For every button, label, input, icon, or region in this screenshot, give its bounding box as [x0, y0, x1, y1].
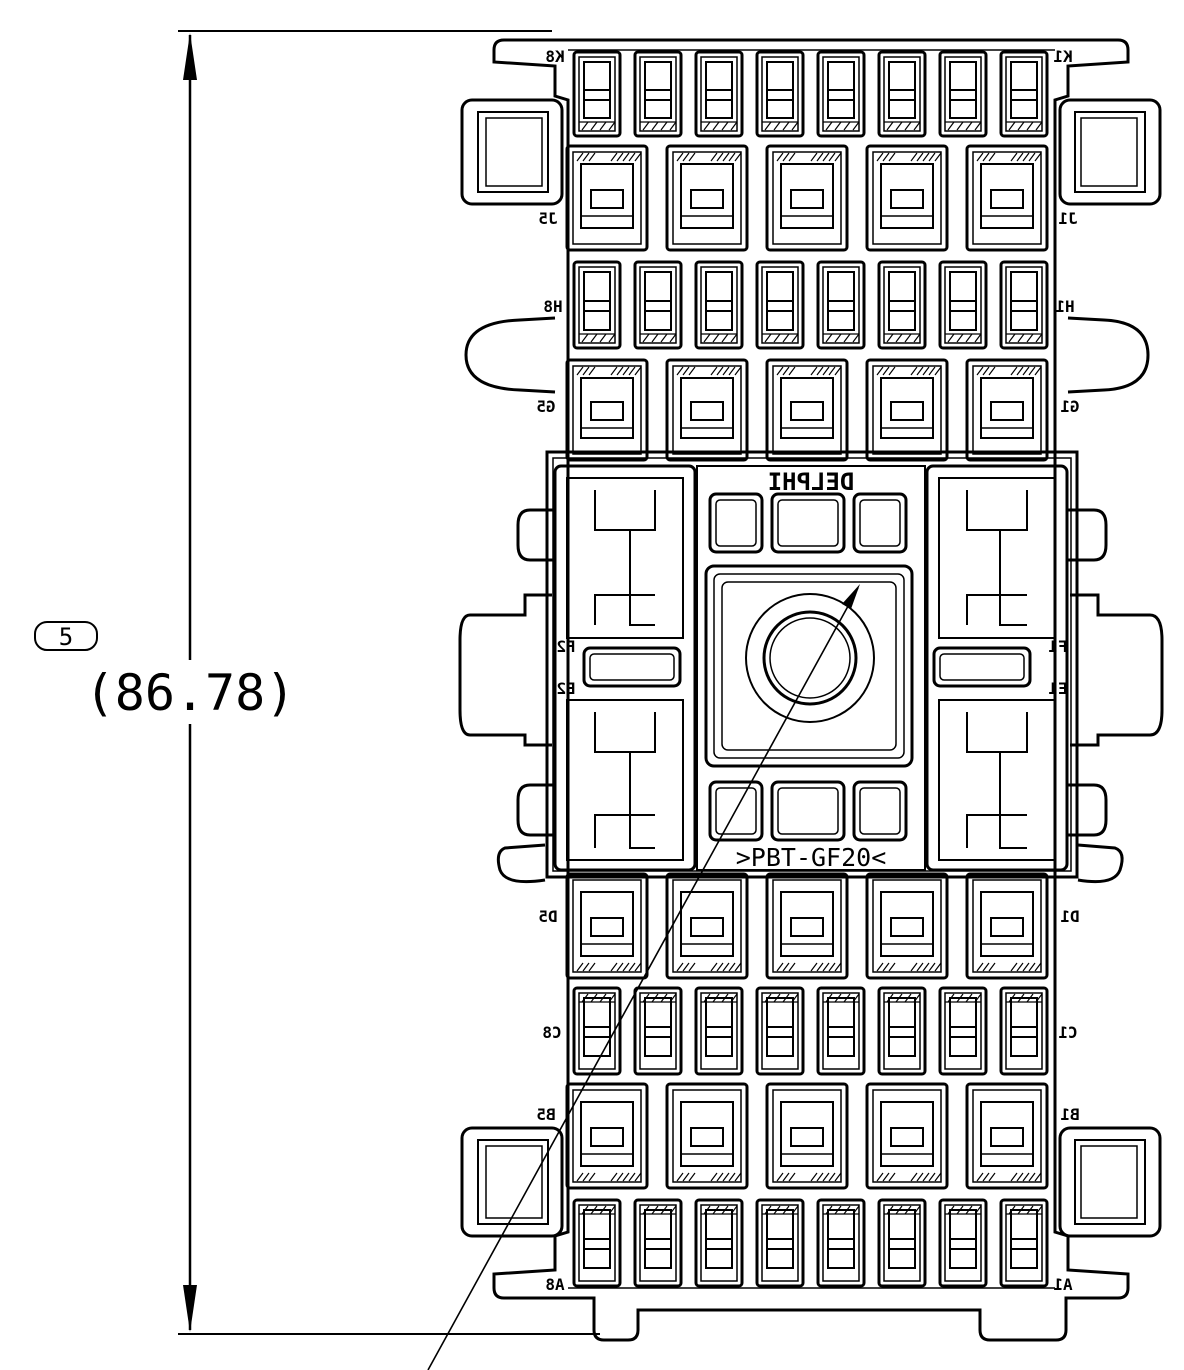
cavity-c7: [633, 986, 683, 1076]
cavity-a8: [572, 1198, 622, 1288]
label-e1: E1: [1048, 679, 1067, 698]
cavity-b2: [865, 1082, 949, 1190]
label-a1: A1: [1053, 1275, 1072, 1294]
label-k8: K8: [545, 47, 564, 66]
cavity-c4: [816, 986, 866, 1076]
cavity-b5: [565, 1082, 649, 1190]
cavity-k8: [572, 50, 622, 138]
cavity-j3: [765, 144, 849, 252]
cavity-j4: [665, 144, 749, 252]
cavity-k1: [999, 50, 1049, 138]
cavity-d4: [665, 872, 749, 980]
dimension-balloon: 5: [34, 621, 98, 651]
cavity-d5: [565, 872, 649, 980]
cavity-c5: [755, 986, 805, 1076]
cavity-h7: [633, 260, 683, 350]
latch-top-right: [1058, 98, 1162, 206]
label-a8: A8: [545, 1275, 564, 1294]
label-b5: B5: [536, 1105, 555, 1124]
label-f2: F2: [556, 637, 575, 656]
connector-body: [458, 38, 1164, 1342]
cavity-c6: [694, 986, 744, 1076]
label-h1: H1: [1055, 297, 1074, 316]
cavity-g1: [965, 358, 1049, 462]
row-labels: K8 K1 J5 J1 H8 H1 G5 G1 F2 F1 E2 E1 D5 D…: [536, 47, 1079, 1294]
dimension-value: (86.78): [85, 664, 296, 722]
label-g5: G5: [536, 397, 555, 416]
cavity-a2: [938, 1198, 988, 1288]
cavity-h3: [877, 260, 927, 350]
brand-mark: DELPHI: [768, 468, 855, 496]
cavity-g3: [765, 358, 849, 462]
cavity-c2: [938, 986, 988, 1076]
cavity-h1: [999, 260, 1049, 350]
cavity-h5: [755, 260, 805, 350]
cavity-h4: [816, 260, 866, 350]
label-k1: K1: [1053, 47, 1072, 66]
cavity-k6: [694, 50, 744, 138]
label-g1: G1: [1060, 397, 1079, 416]
cavity-g4: [665, 358, 749, 462]
cavity-c3: [877, 986, 927, 1076]
label-j1: J1: [1058, 209, 1077, 228]
label-f1: F1: [1048, 637, 1067, 656]
height-dimension: [92, 30, 600, 1335]
cavity-d1: [965, 872, 1049, 980]
cavity-j1: [965, 144, 1049, 252]
cavity-k5: [755, 50, 805, 138]
cavity-a7: [633, 1198, 683, 1288]
latch-bottom-right: [1058, 1126, 1162, 1238]
latch-bottom-left: [460, 1126, 564, 1238]
cavity-c8: [572, 986, 622, 1076]
latch-top-left: [460, 98, 564, 206]
label-b1: B1: [1060, 1105, 1079, 1124]
label-h8: H8: [543, 297, 562, 316]
cavity-h6: [694, 260, 744, 350]
dimension-arrow-bottom: [183, 1285, 197, 1332]
cavity-a4: [816, 1198, 866, 1288]
label-d1: D1: [1060, 907, 1079, 926]
cavity-k2: [938, 50, 988, 138]
label-c8: C8: [542, 1023, 561, 1042]
cavity-d3: [765, 872, 849, 980]
label-c1: C1: [1058, 1023, 1077, 1042]
cavity-h2: [938, 260, 988, 350]
cavity-b1: [965, 1082, 1049, 1190]
cavity-g5: [565, 358, 649, 462]
center-module: DELPHI >PBT-GF20<: [545, 450, 1079, 879]
cavity-k4: [816, 50, 866, 138]
cavity-c1: [999, 986, 1049, 1076]
label-j5: J5: [538, 209, 557, 228]
power-block-left: [553, 464, 697, 872]
cavity-a6: [694, 1198, 744, 1288]
cavity-a3: [877, 1198, 927, 1288]
cavity-g2: [865, 358, 949, 462]
cavity-d2: [865, 872, 949, 980]
power-block-right: [925, 464, 1069, 872]
cavity-k3: [877, 50, 927, 138]
label-d5: D5: [538, 907, 557, 926]
label-e2: E2: [556, 679, 575, 698]
cavity-j2: [865, 144, 949, 252]
cavity-h8: [572, 260, 622, 350]
material-mark: >PBT-GF20<: [736, 843, 887, 872]
cavity-k7: [633, 50, 683, 138]
cavity-a5: [755, 1198, 805, 1288]
cavity-a1: [999, 1198, 1049, 1288]
cavity-grid: [565, 50, 1049, 1288]
cavity-b4: [665, 1082, 749, 1190]
dimension-arrow-top: [183, 33, 197, 80]
cavity-b3: [765, 1082, 849, 1190]
balloon-number: 5: [59, 623, 73, 651]
cavity-j5: [565, 144, 649, 252]
